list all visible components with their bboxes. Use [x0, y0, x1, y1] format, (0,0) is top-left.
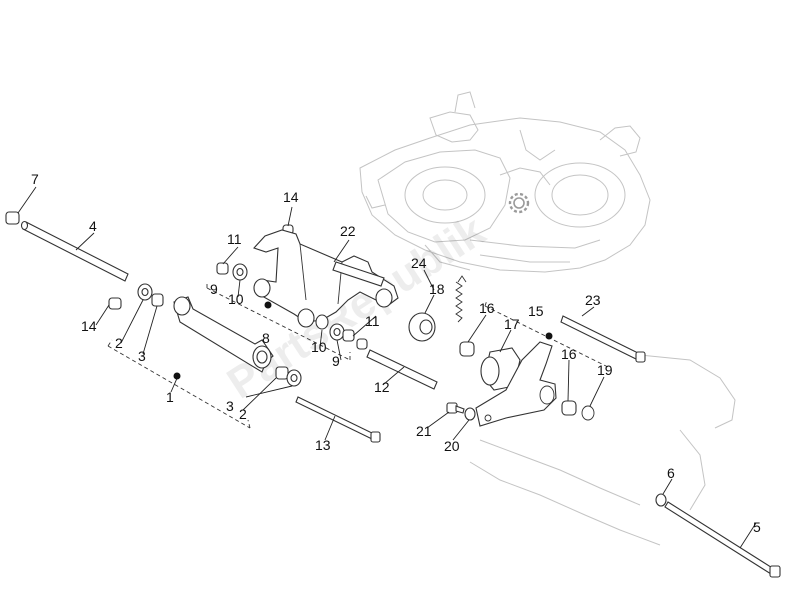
part-16-spacer-lower [561, 400, 577, 416]
watermark-text: PartsRepublik [219, 206, 494, 409]
callout-labels: 7 4 14 2 3 1 3 2 14 11 22 9 10 8 11 10 9… [31, 171, 761, 535]
callout-17: 17 [504, 316, 520, 332]
part-13-bolt [295, 396, 381, 443]
callout-12: 12 [374, 379, 390, 395]
callout-10-lower: 10 [311, 339, 327, 355]
part-18-rubber-mount [408, 312, 436, 342]
part-8-linkage-bracket [253, 229, 399, 328]
dot-assembly-15 [545, 332, 553, 340]
part-20-washer [464, 407, 476, 421]
part-11-bushing-top [216, 262, 229, 275]
part-2-bushing-right [286, 369, 302, 387]
callout-2-right: 2 [239, 406, 247, 422]
reference-dots [173, 301, 553, 380]
callout-9-lower: 9 [332, 353, 340, 369]
part-22-pin [332, 261, 385, 287]
callout-5: 5 [753, 519, 761, 535]
part-1-swing-arm-tube [173, 296, 274, 373]
callout-20: 20 [444, 438, 460, 454]
part-10-bushing-top [232, 263, 248, 281]
assembly-bracket-lines [107, 282, 611, 429]
engine-assembly-drawing [359, 91, 736, 546]
part-10-bushing-lower [315, 314, 329, 330]
callout-22: 22 [340, 223, 356, 239]
callout-3-left: 3 [138, 348, 146, 364]
callout-11-lower: 11 [365, 313, 380, 329]
part-5-bolt [664, 501, 781, 578]
part-spacer-lower [356, 338, 368, 350]
part-23-bolt [560, 315, 646, 363]
callout-11-top: 11 [227, 231, 242, 247]
part-3-bushing-right [275, 366, 289, 380]
callout-16-upper: 16 [479, 300, 495, 316]
part-12-rod [366, 349, 438, 390]
callout-13: 13 [315, 437, 331, 453]
part-19-clip-ring [581, 405, 595, 421]
part-3-bushing-left [151, 293, 164, 307]
callout-18: 18 [429, 281, 445, 297]
callout-19: 19 [597, 362, 613, 378]
gear-icon [508, 192, 530, 214]
callout-4: 4 [89, 218, 97, 234]
part-7-cap [5, 211, 20, 225]
callout-6: 6 [667, 465, 675, 481]
callout-24: 24 [411, 255, 427, 271]
callout-23: 23 [585, 292, 601, 308]
dot-assembly-8 [264, 301, 272, 309]
callout-7: 7 [31, 171, 39, 187]
part-spring [455, 275, 467, 323]
callout-14-top: 14 [283, 189, 299, 205]
callout-15: 15 [528, 303, 544, 319]
part-2-bushing-left [137, 283, 153, 301]
callout-9-top: 9 [210, 281, 218, 297]
callout-8: 8 [262, 330, 270, 346]
leader-lines [17, 186, 757, 549]
callout-3-right: 3 [226, 398, 234, 414]
part-17-mount-bracket [475, 341, 557, 427]
callout-14-left: 14 [81, 318, 97, 334]
dot-assembly-1 [173, 372, 181, 380]
part-9-bushing-lower [329, 323, 345, 341]
callout-10-top: 10 [228, 291, 244, 307]
part-6-washer [655, 493, 667, 507]
callout-2-left: 2 [115, 335, 123, 351]
part-16-spacer-upper [459, 341, 475, 357]
callout-16-lower: 16 [561, 346, 577, 362]
part-21-bolt [446, 402, 465, 414]
callout-21: 21 [416, 423, 432, 439]
part-4-rod [20, 220, 129, 282]
part-11-bushing-lower [342, 329, 355, 342]
part-14-washer-left [108, 297, 122, 310]
callout-1: 1 [166, 389, 174, 405]
